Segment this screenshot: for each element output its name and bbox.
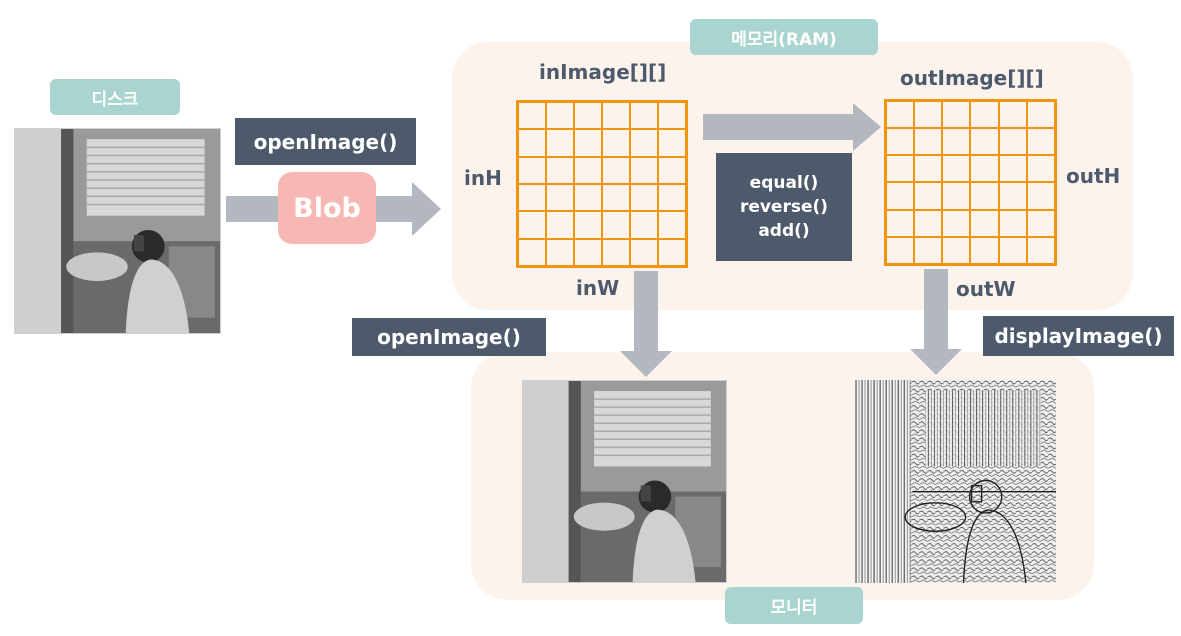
blob-box: Blob [278,172,376,244]
memory-tag: 메모리(RAM) [690,19,878,55]
out-height-label: outH [1066,164,1121,188]
reverse-function: reverse() [739,197,829,217]
open-image-function-bottom: openImage() [352,318,546,356]
display-image-function: displayImage() [983,316,1174,356]
in-to-out-arrow [703,103,881,151]
out-width-label: outW [956,277,1016,301]
out-image-label: outImage[][] [900,66,1044,90]
out-image-grid [884,99,1057,266]
in-height-label: inH [464,166,502,190]
disk-photo [14,128,221,334]
in-width-label: inW [576,276,620,300]
in-image-label: inImage[][] [539,60,667,84]
monitor-tag: 모니터 [725,587,863,624]
monitor-output-photo [855,380,1056,583]
transform-functions-box: equal() reverse() add() [716,153,852,261]
add-function: add() [758,221,810,241]
monitor-input-photo [522,380,727,583]
in-to-monitor-arrow [620,271,672,377]
in-image-grid [516,100,688,268]
open-image-function-top: openImage() [235,118,416,165]
out-to-monitor-arrow [910,269,962,375]
equal-function: equal() [749,173,819,193]
disk-tag: 디스크 [50,79,180,115]
